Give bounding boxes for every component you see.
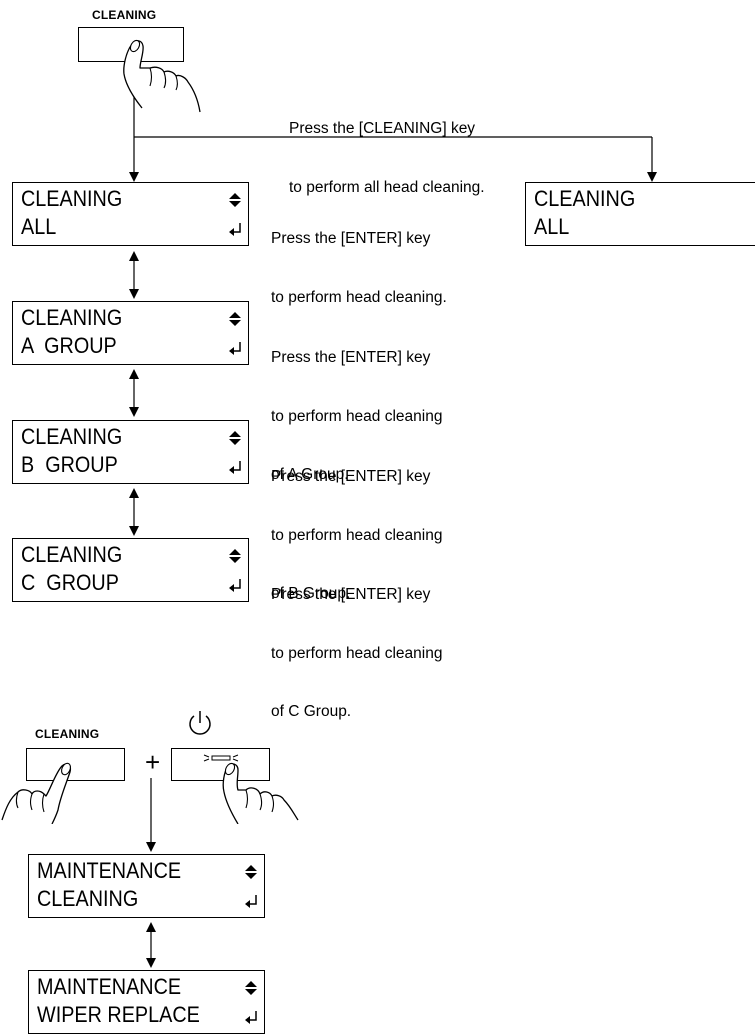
desc-line: to perform head cleaning: [271, 407, 442, 427]
power-icon: [185, 708, 215, 738]
enter-icon: [228, 577, 242, 593]
enter-icon: [228, 459, 242, 475]
updown-arrows-icon: [244, 864, 258, 880]
lcd-line-1: CLEANING: [21, 425, 122, 449]
desc-line: Press the [ENTER] key: [271, 585, 442, 605]
double-arrow: [129, 488, 139, 536]
lcd-line-1: MAINTENANCE: [37, 975, 181, 999]
updown-arrows-icon: [228, 548, 242, 564]
desc-line: to perform head cleaning: [271, 526, 442, 546]
lcd-line-2: A GROUP: [21, 334, 117, 358]
updown-arrows-icon: [228, 311, 242, 327]
lcd-line-1: CLEANING: [21, 543, 122, 567]
plus-sign: +: [145, 749, 160, 775]
lcd-cleaning-a-group: CLEANING A GROUP: [12, 301, 249, 365]
enter-icon: [228, 221, 242, 237]
cleaning-all-desc: Press the [ENTER] key to perform head cl…: [271, 190, 447, 327]
combo-cleaning-key-label: CLEANING: [35, 727, 99, 741]
lcd-cleaning-all: CLEANING ALL: [12, 182, 249, 246]
lcd-maintenance-wiper-replace: MAINTENANCE WIPER REPLACE: [28, 970, 265, 1034]
double-arrow: [129, 251, 139, 299]
lcd-line-2: CLEANING: [37, 887, 138, 911]
lcd-line-2: ALL: [534, 215, 569, 239]
lcd-line-2: WIPER REPLACE: [37, 1003, 200, 1027]
updown-arrows-icon: [228, 430, 242, 446]
arrow-down: [146, 842, 156, 852]
cleaning-c-group-desc: Press the [ENTER] key to perform head cl…: [271, 546, 442, 741]
pressing-hand-icon: [210, 760, 302, 824]
lcd-line-2: C GROUP: [21, 571, 119, 595]
pressing-hand-icon: [112, 38, 208, 118]
desc-line: Press the [ENTER] key: [271, 467, 442, 487]
double-arrow: [129, 369, 139, 417]
enter-icon: [228, 340, 242, 356]
lcd-line-1: CLEANING: [534, 187, 635, 211]
lcd-cleaning-b-group: CLEANING B GROUP: [12, 420, 249, 484]
lcd-maintenance-cleaning: MAINTENANCE CLEANING: [28, 854, 265, 918]
lcd-line-1: CLEANING: [21, 187, 122, 211]
lcd-cleaning-all-direct: CLEANING ALL: [525, 182, 755, 246]
cleaning-key-label: CLEANING: [92, 8, 156, 22]
lcd-line-2: B GROUP: [21, 453, 118, 477]
lcd-cleaning-c-group: CLEANING C GROUP: [12, 538, 249, 602]
desc-line: Press the [ENTER] key: [271, 348, 442, 368]
lcd-line-1: CLEANING: [21, 306, 122, 330]
lcd-line-1: MAINTENANCE: [37, 859, 181, 883]
desc-line: to perform head cleaning.: [271, 288, 447, 308]
double-arrow: [146, 922, 156, 968]
enter-icon: [244, 893, 258, 909]
desc-line: Press the [ENTER] key: [271, 229, 447, 249]
updown-arrows-icon: [244, 980, 258, 996]
desc-line: of C Group.: [271, 702, 442, 722]
enter-icon: [244, 1009, 258, 1025]
pressing-hand-icon: [0, 760, 92, 824]
updown-arrows-icon: [228, 192, 242, 208]
arrow-down: [647, 172, 657, 182]
desc-line: to perform head cleaning: [271, 644, 442, 664]
note-line: Press the [CLEANING] key: [289, 119, 485, 139]
arrow-down: [129, 172, 139, 182]
lcd-line-2: ALL: [21, 215, 56, 239]
